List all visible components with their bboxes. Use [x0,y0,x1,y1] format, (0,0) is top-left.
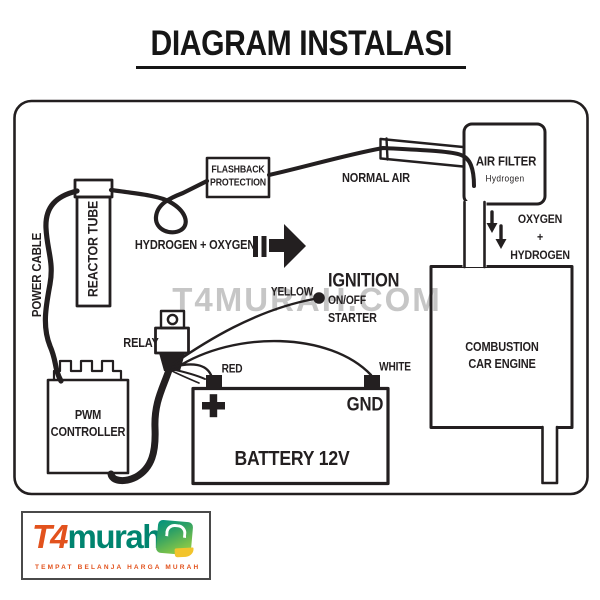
flashback-protection-label: FLASHBACK PROTECTION [210,164,266,189]
logo-tagline: TEMPAT BELANJA HARGA MURAH [35,564,201,571]
page-title-underline: DIAGRAM INSTALASI [136,22,466,69]
reactor-tube-label: REACTOR TUBE [85,200,101,298]
yellow-wire [171,297,316,366]
relay-power-cable [107,366,173,485]
air-filter-box [462,122,547,206]
power-cable-label: POWER CABLE [29,232,44,318]
ignition-terminal-dot [313,292,325,304]
flashback-box-fill [207,158,269,197]
hydrogen-oxygen-label: HYDROGEN + OXYGEN [134,237,256,252]
pwm-fill [48,380,128,473]
t4murah-logo: T4 murah TEMPAT BELANJA HARGA MURAH [21,511,211,580]
pwm-controller-shape [46,359,130,475]
battery-shape [191,375,390,486]
exhaust-pipe [541,425,559,485]
down-arrow-icon [486,210,507,249]
air-filter-fill [464,124,545,204]
white-wire-label: WHITE [379,361,411,374]
logo-murah-text: murah [67,518,163,555]
flow-arrow-right-icon [253,224,306,268]
filter-engine-pipe [462,200,487,269]
reactor-cap-fill [75,180,112,197]
relay-label: RELAY [123,335,159,350]
battery-label: BATTERY 12V [234,448,350,470]
red-wire [171,363,213,377]
normal-air-label: NORMAL AIR [342,170,410,185]
diagram-frame [13,99,589,496]
starter-label: STARTER [328,310,377,325]
battery-positive-terminal [206,375,222,389]
reactor-body-fill [77,197,110,306]
ignition-label: IGNITION [328,270,400,292]
yellow-wire-label: YELLOW [270,286,314,299]
reactor-hose-loop [108,178,210,235]
logo-t4-text: T4 [32,518,68,555]
pwm-controller-label: PWM CONTROLLER [50,408,126,439]
gnd-label: GND [346,394,384,416]
relay-fill [155,328,189,353]
air-filter-hydrogen-label: Hydrogen [485,173,525,185]
flashback-box [205,156,271,199]
power-cable-line [42,188,80,384]
battery-gnd-terminal [364,375,380,389]
air-filter-label: AIR FILTER [475,153,537,169]
engine-fill [431,266,572,428]
gas-hose-to-filter [267,146,476,188]
page-title: DIAGRAM INSTALASI [150,24,452,63]
plus-symbol [202,394,225,418]
battery-fill [193,388,388,484]
wire-strand [170,368,206,380]
engine-label: COMBUSTION CAR ENGINE [465,340,539,371]
red-wire-label: RED [221,363,243,376]
wire-strand [169,369,200,384]
engine-box [429,265,574,429]
on-off-label: ON/OFF [328,293,366,307]
oxygen-hydrogen-label: OXYGEN + HYDROGEN [510,212,570,262]
white-wire [174,339,373,377]
